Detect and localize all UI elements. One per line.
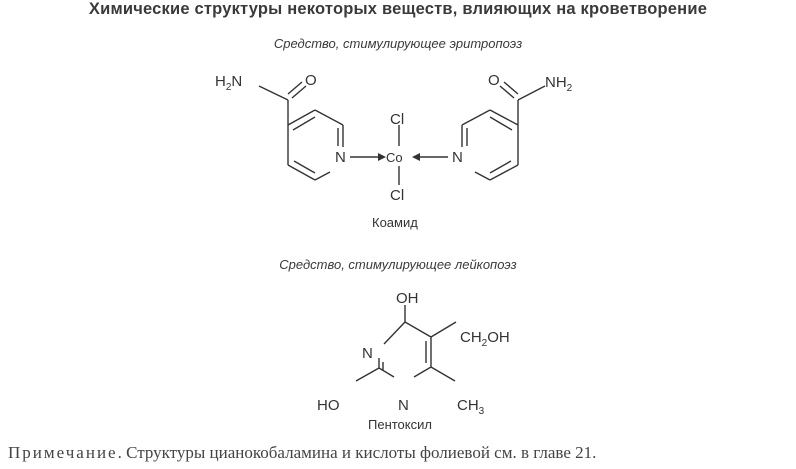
atom-o-right: O — [488, 72, 500, 89]
atom-nh2: NH2 — [545, 74, 573, 94]
atom-ch2oh: CH2OH — [460, 329, 510, 349]
footnote-label: Примечание — [8, 443, 118, 462]
section-subtitle-erythropoiesis: Средство, стимулирующее эритропоэз — [273, 36, 523, 51]
atom-ho: HO — [317, 397, 340, 414]
atom-ch3: CH3 — [457, 397, 485, 417]
compound-name-koamid: Коамид — [372, 215, 418, 230]
atom-n-upper: N — [362, 345, 373, 362]
page-title: Химические структуры некоторых веществ, … — [88, 0, 708, 18]
atom-o-left: O — [305, 72, 317, 89]
section-subtitle-leukopoiesis: Средство, стимулирующее лейкопоэз — [279, 257, 517, 272]
atom-n-right: N — [452, 149, 463, 166]
atom-co: Co — [386, 150, 403, 165]
atom-cl-bottom: Cl — [390, 187, 404, 204]
atom-h2n: H2N — [215, 73, 242, 93]
atom-n-lower: N — [398, 397, 409, 414]
footnote-text: . Структуры цианокобаламина и кислоты фо… — [117, 443, 597, 462]
atom-oh-top: OH — [396, 290, 419, 307]
compound-name-pentoxil: Пентоксил — [368, 417, 432, 432]
footnote: Примечание. Структуры цианокобаламина и … — [8, 443, 596, 463]
atom-cl-top: Cl — [390, 111, 404, 128]
atom-n-left: N — [335, 149, 346, 166]
